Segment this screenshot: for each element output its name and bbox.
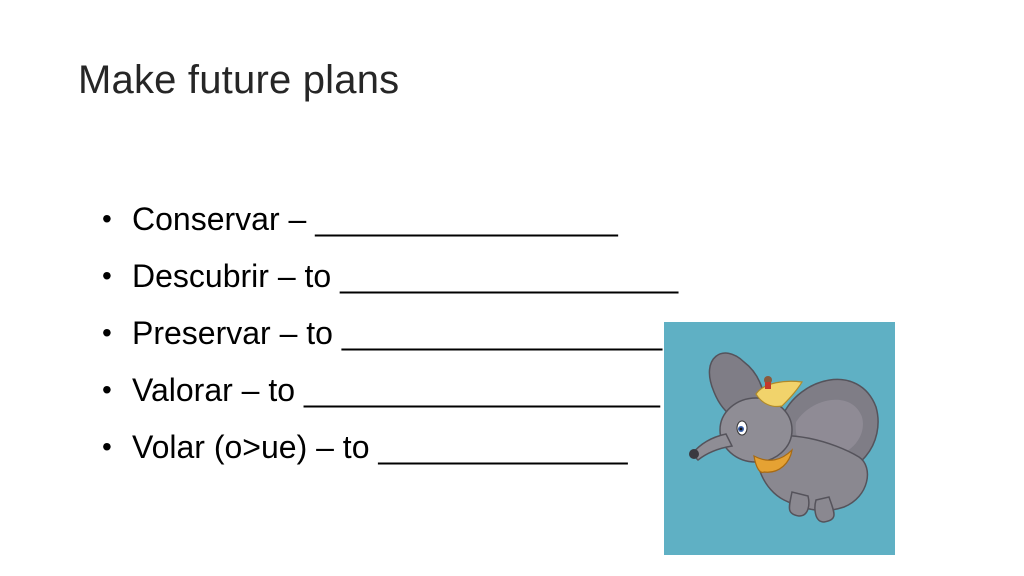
flying-elephant-illustration xyxy=(664,322,895,555)
bullet-text: Valorar – to ____________________ xyxy=(132,372,660,408)
bullet-text: Conservar – _________________ xyxy=(132,201,618,237)
flying-elephant-image xyxy=(664,322,895,555)
slide-title: Make future plans xyxy=(78,58,400,102)
bullet-list: • Conservar – _________________ • Descubri… xyxy=(102,195,678,480)
bullet-item-descubrir: • Descubrir – to ___________________ xyxy=(102,252,678,309)
bullet-dot-icon: • xyxy=(102,317,112,348)
bullet-dot-icon: • xyxy=(102,431,112,462)
bullet-text: Descubrir – to ___________________ xyxy=(132,258,679,294)
bullet-item-preservar: • Preservar – to __________________ xyxy=(102,309,678,366)
bullet-dot-icon: • xyxy=(102,374,112,405)
bullet-item-volar: • Volar (o>ue) – to ______________ xyxy=(102,423,678,480)
bullet-dot-icon: • xyxy=(102,260,112,291)
bullet-dot-icon: • xyxy=(102,203,112,234)
bullet-item-valorar: • Valorar – to ____________________ xyxy=(102,366,678,423)
bullet-text: Volar (o>ue) – to ______________ xyxy=(132,429,628,465)
bullet-text: Preservar – to __________________ xyxy=(132,315,663,351)
bullet-item-conservar: • Conservar – _________________ xyxy=(102,195,678,252)
